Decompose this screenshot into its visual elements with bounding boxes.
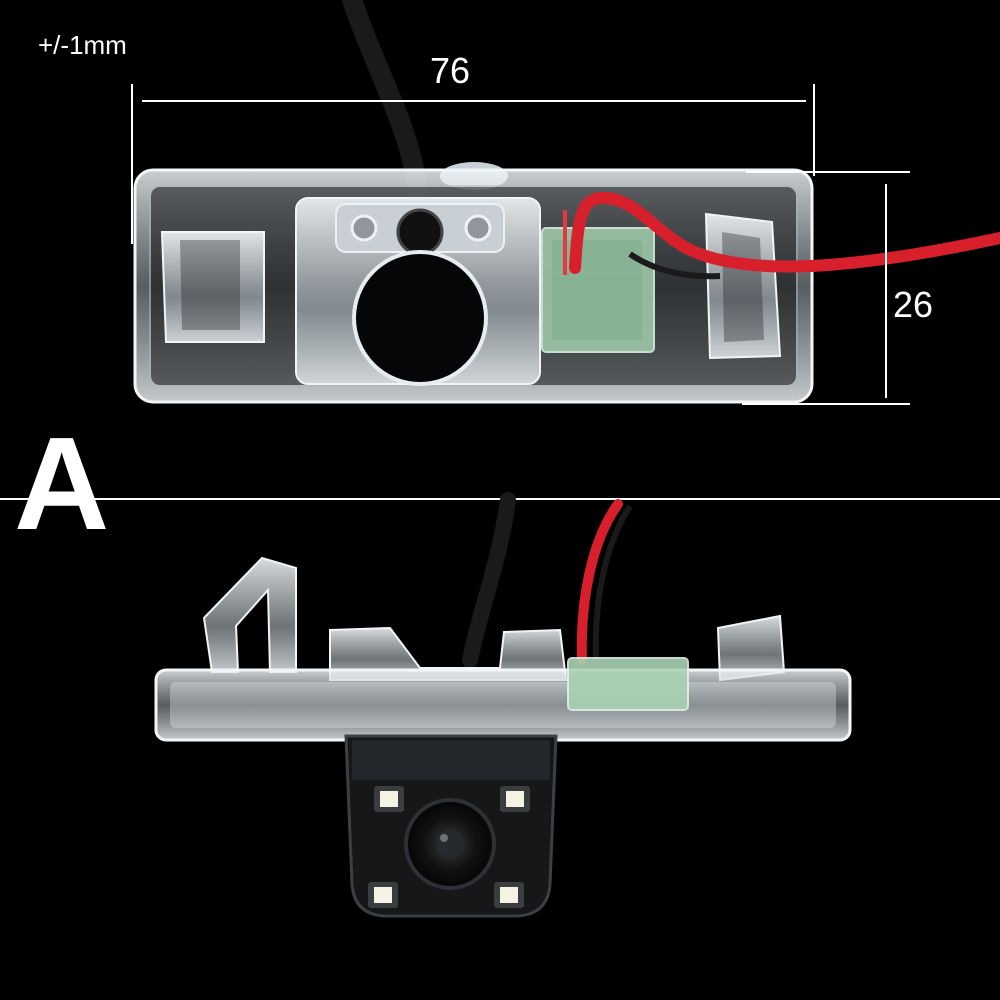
led-lamp xyxy=(374,786,404,812)
tolerance-label: +/-1mm xyxy=(38,30,127,60)
black-cable-bottom xyxy=(462,492,516,668)
bottom-view-housing xyxy=(154,492,852,918)
led-lamp xyxy=(368,882,398,908)
led-lamp xyxy=(500,786,530,812)
mount-screw-left xyxy=(350,214,378,242)
red-wire-top xyxy=(569,191,1000,274)
camera-hole xyxy=(352,250,488,386)
mount-screw-right xyxy=(464,214,492,242)
pcb-edge xyxy=(567,657,689,711)
dimension-lines xyxy=(131,84,910,405)
height-dimension-label: 26 xyxy=(893,284,934,325)
right-clip xyxy=(704,212,782,360)
cable-grommet xyxy=(396,208,444,256)
red-wire-bottom xyxy=(576,499,623,665)
led-lamp xyxy=(494,882,524,908)
left-hook-clip xyxy=(202,556,297,673)
left-clip xyxy=(160,231,265,343)
variant-letter-label: A xyxy=(14,410,110,557)
top-view-housing xyxy=(133,0,1000,404)
width-dimension-label: 76 xyxy=(430,50,471,91)
